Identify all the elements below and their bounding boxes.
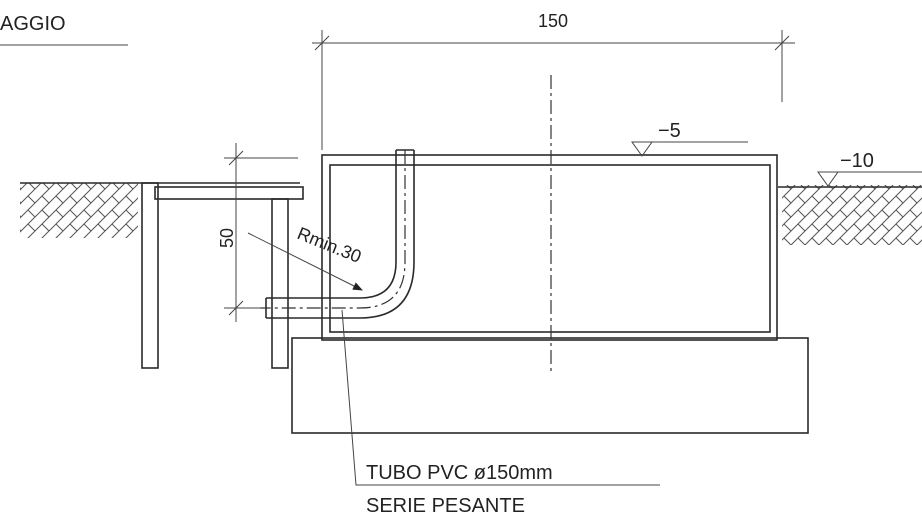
vault-inner [329, 164, 771, 333]
level-marker-top [631, 141, 653, 157]
concrete-base [291, 337, 809, 434]
note-leader [341, 309, 660, 486]
dim-width-label: 150 [538, 11, 568, 31]
left-post [141, 182, 159, 369]
dim-150-tick-left [314, 35, 330, 51]
dim-50-tick-top [228, 150, 244, 166]
cover-slab [154, 186, 304, 200]
dim-50-tick-bottom [228, 300, 244, 316]
vault-outer [321, 154, 778, 341]
pipe-outer-edge [266, 150, 397, 299]
pipe-note-line1: TUBO PVC ø150mm [366, 462, 553, 484]
radius-leader [247, 232, 363, 291]
drawing-title: AGGIO [0, 13, 66, 35]
pipe-note-line2: SERIE PESANTE [366, 495, 525, 517]
level-ground-label: −10 [840, 150, 874, 172]
dim-150-tick-right [774, 35, 790, 51]
level-marker-ground [817, 171, 839, 187]
pipe-centerline [260, 150, 406, 309]
level-top-label: −5 [658, 120, 681, 142]
soil-hatch-right [782, 185, 922, 245]
soil-hatch-left [20, 183, 138, 238]
inner-post [271, 198, 289, 369]
dim-height-label: 50 [217, 228, 237, 248]
pipe-inner-edge [266, 150, 415, 319]
